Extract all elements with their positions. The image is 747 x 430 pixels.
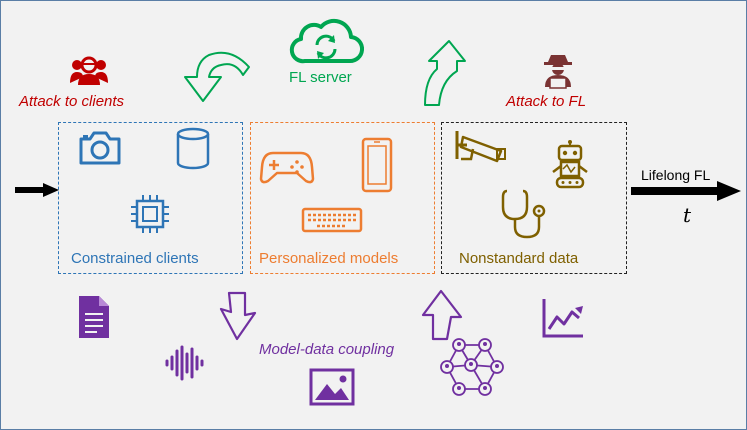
- time-symbol: t: [683, 203, 692, 227]
- input-arrow: [15, 183, 59, 197]
- lifelong-fl-label: Lifelong FL: [641, 167, 711, 183]
- model-data-coupling-label: Model-data coupling: [259, 341, 395, 358]
- document-icon: [79, 296, 109, 338]
- arrow-down-outline-icon: [219, 291, 257, 341]
- fl-server-label: FL server: [289, 69, 352, 86]
- personalized-models-box: [250, 122, 435, 274]
- nonstandard-data-label: Nonstandard data: [459, 250, 579, 267]
- personalized-models-label: Personalized models: [259, 250, 399, 267]
- robot-icon: [552, 140, 588, 189]
- smartphone-icon: [361, 137, 393, 193]
- gamepad-icon: [259, 151, 315, 184]
- database-icon: [176, 127, 210, 170]
- line-chart-icon: [542, 299, 583, 338]
- network-graph-icon: [440, 338, 504, 396]
- image-icon: [309, 368, 355, 406]
- attack-to-clients-label: Attack to clients: [19, 93, 125, 110]
- keyboard-icon: [301, 207, 363, 233]
- cctv-camera-icon: [455, 131, 506, 163]
- attack-to-fl-label: Attack to FL: [506, 93, 587, 110]
- curved-arrow-down-icon: [184, 51, 250, 102]
- audio-wave-icon: [165, 345, 204, 381]
- nonstandard-data-box: [441, 122, 627, 274]
- camera-icon: [79, 131, 121, 165]
- attacker-group-icon: [70, 56, 108, 85]
- curved-arrow-up-icon: [424, 40, 466, 106]
- constrained-clients-label: Constrained clients: [71, 250, 199, 267]
- arrow-up-outline-icon: [421, 289, 463, 341]
- hacker-icon: [544, 55, 572, 89]
- constrained-clients-box: [58, 122, 243, 274]
- stethoscope-icon: [501, 189, 546, 239]
- chip-icon: [131, 195, 169, 233]
- cloud-sync-icon: [289, 18, 364, 64]
- lifelong-arrow: [631, 181, 741, 201]
